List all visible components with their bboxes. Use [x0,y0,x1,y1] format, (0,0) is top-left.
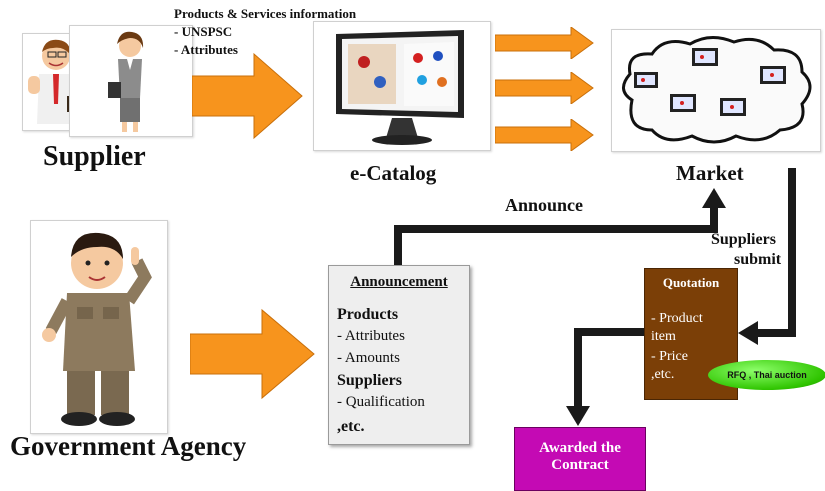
announcement-attributes: - Attributes [337,328,405,344]
quotation-title: Quotation [662,275,720,290]
arrow-ecatalog-to-market-1 [495,27,594,59]
awarded-contract-box: Awarded the Contract [514,427,646,491]
ecatalog-monitor-picture [313,21,491,151]
announcement-amounts: - Amounts [337,350,400,366]
announcement-products: Products [337,306,399,323]
announcement-suppliers: Suppliers [337,372,402,389]
arrow-ecatalog-to-market-3 [495,119,594,151]
supplier-label: Supplier [43,141,146,172]
arrow-supplier-to-ecatalog [192,52,303,140]
info-item-unspsc: - UNSPSC [174,24,233,39]
quotation-line-item: item [651,329,676,344]
quotation-line-etc: ,etc. [651,367,675,382]
awarded-line1: Awarded the [539,440,621,456]
supplier-woman-picture [69,25,193,137]
quotation-line-price: - Price [651,349,688,364]
announce-label: Announce [505,195,584,215]
announcement-qualification: - Qualification [337,394,425,410]
suppliers-submit-label-line1: Suppliers [711,231,776,248]
announcement-box: Announcement Products - Attributes - Amo… [328,265,470,445]
products-services-info-title: Products & Services information [174,6,357,21]
announcement-etc: ,etc. [337,418,365,435]
market-label: Market [676,161,744,185]
government-officer-picture [30,220,168,434]
market-cloud-picture [611,29,821,152]
arrow-government-to-announcement [190,308,315,400]
quotation-line-product: - Product [651,311,703,326]
arrow-ecatalog-to-market-2 [495,72,594,104]
rfq-thai-auction-badge: RFQ , Thai auction [708,360,825,390]
government-agency-label: Government Agency [10,431,247,461]
info-item-attributes: - Attributes [174,42,238,57]
announcement-title: Announcement [350,274,448,290]
suppliers-submit-label-line2: submit [734,251,782,268]
awarded-line2: Contract [551,457,609,473]
ecatalog-label: e-Catalog [350,161,437,185]
